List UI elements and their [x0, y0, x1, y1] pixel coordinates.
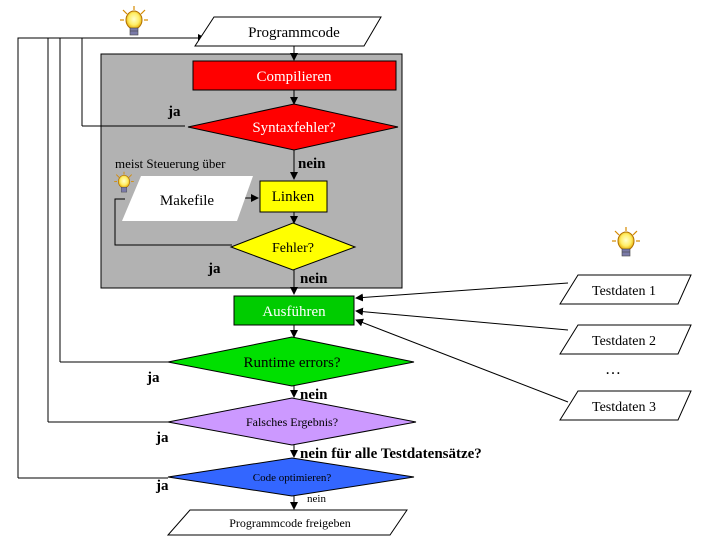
testdata-2: Testdaten 2 [559, 324, 692, 355]
ja-errors-label: ja [207, 261, 221, 277]
nein-optimize-label: nein [307, 493, 326, 505]
compile-label: Compilieren [257, 69, 332, 85]
release-node: Programmcode freigeben [166, 509, 408, 536]
run-label: Ausführen [262, 304, 326, 320]
lightbulb-icon [612, 227, 640, 257]
nein-syntax-label: nein [298, 156, 326, 172]
makefile-node: Makefile [122, 176, 253, 221]
syntax-decision: Syntaxfehler? [187, 103, 399, 151]
run-node: Ausführen [233, 295, 355, 326]
nein-errors-label: nein [300, 271, 328, 287]
optimize-label: Code optimieren? [253, 472, 332, 484]
ja-syntax-label: ja [167, 104, 181, 120]
edge-labels: ja nein ja nein ja nein ja nein für alle… [146, 104, 482, 494]
testdata-1-label: Testdaten 1 [592, 284, 656, 299]
lightbulb-icon [120, 6, 148, 36]
testdata-1: Testdaten 1 [559, 274, 692, 305]
link-node: Linken [259, 180, 328, 213]
nein-runtime-label: nein [300, 387, 328, 403]
link-label: Linken [272, 189, 315, 205]
wrong-result-label: Falsches Ergebnis? [246, 415, 338, 429]
testdata-ellipsis: … [605, 361, 621, 378]
ja-runtime-label: ja [146, 370, 160, 386]
testdata-2-label: Testdaten 2 [592, 334, 656, 349]
errors-label: Fehler? [272, 241, 314, 256]
syntax-label: Syntaxfehler? [252, 120, 336, 136]
optimize-decision: Code optimieren? [167, 457, 415, 497]
start-label: Programmcode [248, 25, 340, 41]
runtime-decision: Runtime errors? [167, 336, 415, 387]
testdata-arrows [355, 282, 569, 403]
compile-node: Compilieren [192, 60, 397, 91]
runtime-label: Runtime errors? [243, 355, 340, 371]
ja-optimize-label: ja [155, 478, 169, 494]
makefile-note: meist Steuerung über [115, 156, 226, 171]
feedback-lines [17, 34, 259, 479]
start-node: Programmcode [194, 16, 382, 47]
lightbulb-icon [114, 171, 134, 193]
ja-wrong-label: ja [155, 430, 169, 446]
nein-all-label: nein für alle Testdatensätze? [300, 446, 482, 462]
testdata-3-label: Testdaten 3 [592, 400, 656, 415]
makefile-label: Makefile [160, 193, 214, 209]
release-label: Programmcode freigeben [229, 516, 351, 530]
errors-decision: Fehler? [229, 222, 357, 271]
wrong-result-decision: Falsches Ergebnis? [167, 397, 417, 446]
testdata-3: Testdaten 3 [559, 390, 692, 421]
